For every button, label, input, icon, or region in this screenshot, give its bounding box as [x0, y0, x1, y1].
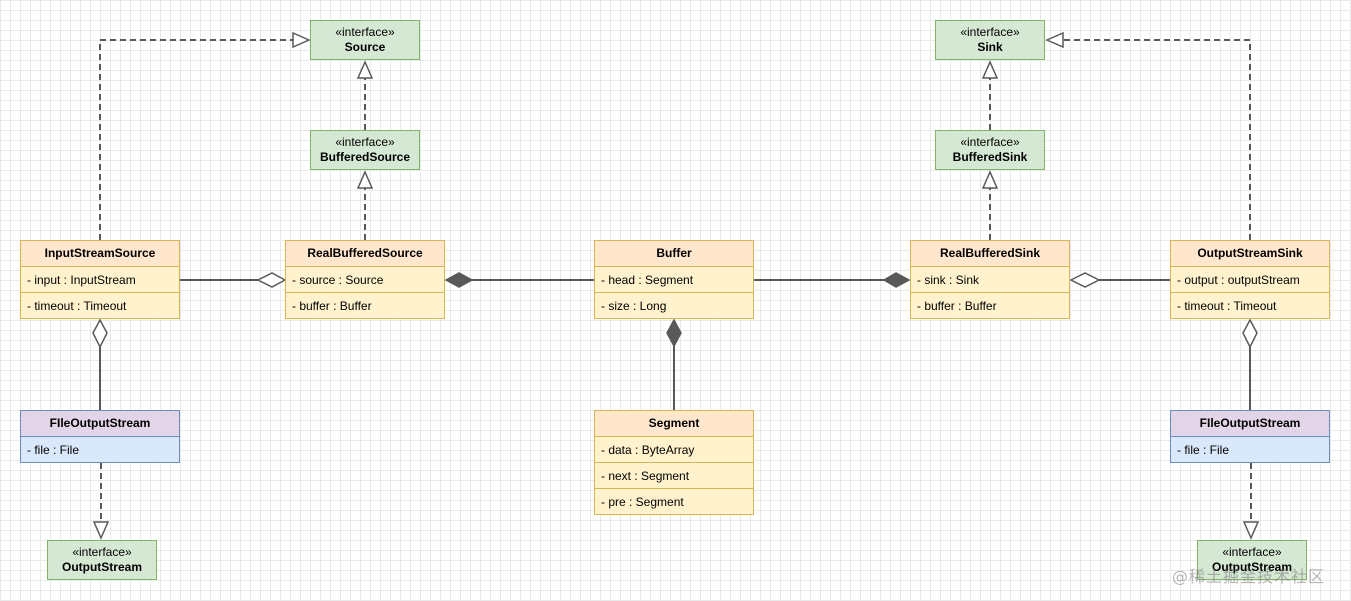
class-name: OutputStreamSink [1171, 241, 1329, 266]
stereotype-label: «interface» [1222, 545, 1282, 559]
arrowhead-triangle [92, 521, 110, 540]
aggregation-diamond [1242, 318, 1258, 349]
class-field: - buffer : Buffer [911, 292, 1069, 318]
class-real-buffered-source[interactable]: RealBufferedSource - source : Source - b… [285, 240, 445, 319]
class-name: Buffer [595, 241, 753, 266]
arrowhead-triangle [1045, 31, 1064, 49]
class-field: - data : ByteArray [595, 436, 753, 462]
class-name: RealBufferedSink [911, 241, 1069, 266]
arrowhead-triangle [981, 60, 999, 79]
class-name: FIleOutputStream [21, 411, 179, 436]
class-field: - file : File [21, 436, 179, 462]
interface-name: BufferedSink [952, 150, 1028, 164]
class-field: - sink : Sink [911, 266, 1069, 292]
class-output-stream-sink[interactable]: OutputStreamSink - output : outputStream… [1170, 240, 1330, 319]
composition-diamond [882, 272, 911, 288]
interface-buffered-sink[interactable]: «interface» BufferedSink [935, 130, 1045, 170]
edge-output-sink-to-sink [1063, 39, 1251, 240]
aggregation-diamond [92, 318, 108, 349]
composition-diamond [666, 318, 682, 348]
interface-output-stream-right[interactable]: «interface» OutputStream [1197, 540, 1307, 580]
edge-input-source-to-source [99, 39, 293, 240]
interface-buffered-source[interactable]: «interface» BufferedSource [310, 130, 420, 170]
interface-source[interactable]: «interface» Source [310, 20, 420, 60]
class-file-output-stream-left[interactable]: FIleOutputStream - file : File [20, 410, 180, 463]
arrowhead-triangle [1242, 521, 1260, 540]
interface-name: Sink [977, 40, 1003, 54]
class-name: RealBufferedSource [286, 241, 444, 266]
stereotype-label: «interface» [335, 135, 395, 149]
class-field: - source : Source [286, 266, 444, 292]
arrowhead-triangle [981, 170, 999, 189]
interface-name: OutputStream [1211, 560, 1292, 574]
class-field: - file : File [1171, 436, 1329, 462]
class-field: - timeout : Timeout [21, 292, 179, 318]
class-field: - size : Long [595, 292, 753, 318]
stereotype-label: «interface» [960, 135, 1020, 149]
class-field: - head : Segment [595, 266, 753, 292]
composition-diamond [444, 272, 474, 288]
arrowhead-triangle [292, 31, 311, 49]
class-buffer[interactable]: Buffer - head : Segment - size : Long [594, 240, 754, 319]
stereotype-label: «interface» [960, 25, 1020, 39]
stereotype-label: «interface» [335, 25, 395, 39]
interface-name: Source [344, 40, 386, 54]
class-field: - pre : Segment [595, 488, 753, 514]
class-field: - input : InputStream [21, 266, 179, 292]
stereotype-label: «interface» [72, 545, 132, 559]
watermark: @稀土掘金技术社区 [1172, 567, 1326, 586]
aggregation-diamond [1069, 272, 1101, 288]
class-file-output-stream-right[interactable]: FIleOutputStream - file : File [1170, 410, 1330, 463]
interface-name: BufferedSource [319, 150, 411, 164]
class-field: - next : Segment [595, 462, 753, 488]
aggregation-diamond [256, 272, 287, 288]
interface-output-stream-left[interactable]: «interface» OutputStream [47, 540, 157, 580]
class-field: - buffer : Buffer [286, 292, 444, 318]
arrowhead-triangle [356, 60, 374, 79]
arrowhead-triangle [356, 170, 374, 189]
class-real-buffered-sink[interactable]: RealBufferedSink - sink : Sink - buffer … [910, 240, 1070, 319]
class-name: Segment [595, 411, 753, 436]
class-field: - timeout : Timeout [1171, 292, 1329, 318]
class-input-stream-source[interactable]: InputStreamSource - input : InputStream … [20, 240, 180, 319]
interface-name: OutputStream [61, 560, 142, 574]
class-field: - output : outputStream [1171, 266, 1329, 292]
class-segment[interactable]: Segment - data : ByteArray - next : Segm… [594, 410, 754, 515]
class-name: InputStreamSource [21, 241, 179, 266]
interface-sink[interactable]: «interface» Sink [935, 20, 1045, 60]
class-name: FIleOutputStream [1171, 411, 1329, 436]
